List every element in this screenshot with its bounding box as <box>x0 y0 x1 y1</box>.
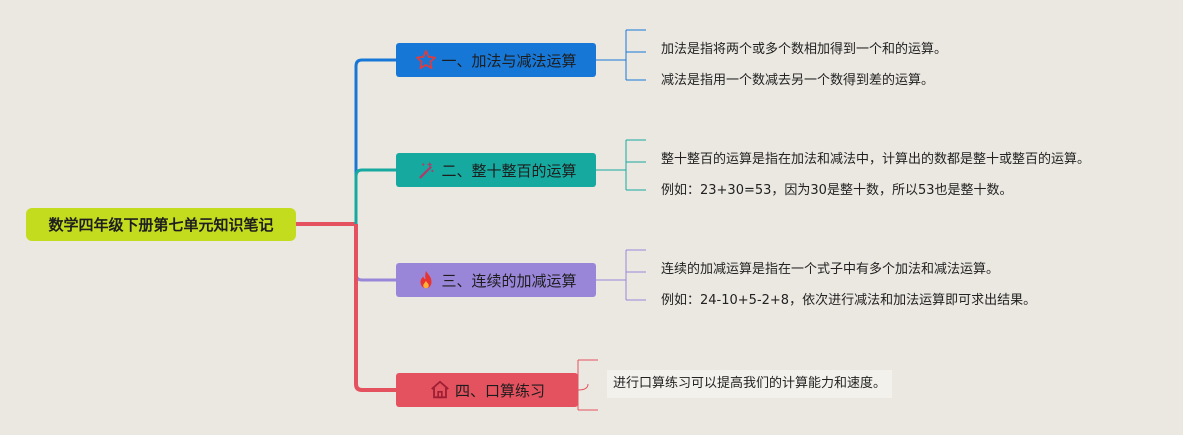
branch-whole-tens-hundreds[interactable]: 二、整十整百的运算 <box>396 153 596 187</box>
branch-label: 二、整十整百的运算 <box>441 161 577 180</box>
branch-label: 一、加法与减法运算 <box>441 51 577 70</box>
leaf-text: 加法是指将两个或多个数相加得到一个和的运算。 <box>661 42 948 57</box>
leaf-text: 连续的加减运算是指在一个式子中有多个加法和减法运算。 <box>661 262 1000 277</box>
leaf-bracket-3 <box>596 249 646 301</box>
flame-icon <box>420 270 432 289</box>
leaf-text: 整十整百的运算是指在加法和减法中，计算出的数都是整十或整百的运算。 <box>661 152 1091 167</box>
branch-label: 三、连续的加减运算 <box>441 271 577 290</box>
star-outline-icon <box>416 50 437 70</box>
connector-branch-4 <box>354 224 396 392</box>
root-label: 数学四年级下册第七单元知识笔记 <box>48 216 274 234</box>
branch-addition-subtraction[interactable]: 一、加法与减法运算 <box>396 43 596 77</box>
leaf-text: 例如：24-10+5-2+8，依次进行减法和加法运算即可求出结果。 <box>661 293 1037 308</box>
branch-label: 四、口算练习 <box>454 381 545 400</box>
connector-branch-1 <box>354 58 396 224</box>
connector-branch-3 <box>354 224 396 282</box>
leaf-bracket-2 <box>596 139 646 191</box>
magic-wand-icon <box>419 161 435 179</box>
connector-branch-2 <box>354 168 396 224</box>
branch-continuous-add-sub[interactable]: 三、连续的加减运算 <box>396 263 596 297</box>
leaf-bracket-1 <box>596 29 646 81</box>
house-icon <box>431 380 449 399</box>
root-node[interactable]: 数学四年级下册第七单元知识笔记 <box>26 208 296 241</box>
branch-mental-arithmetic[interactable]: 四、口算练习 <box>396 373 578 407</box>
leaf-text: 减法是指用一个数减去另一个数得到差的运算。 <box>661 73 935 88</box>
leaf-bracket-4 <box>577 359 598 411</box>
leaf-text: 进行口算练习可以提高我们的计算能力和速度。 <box>607 370 893 398</box>
leaf-text: 例如：23+30=53，因为30是整十数，所以53也是整十数。 <box>661 183 1013 198</box>
